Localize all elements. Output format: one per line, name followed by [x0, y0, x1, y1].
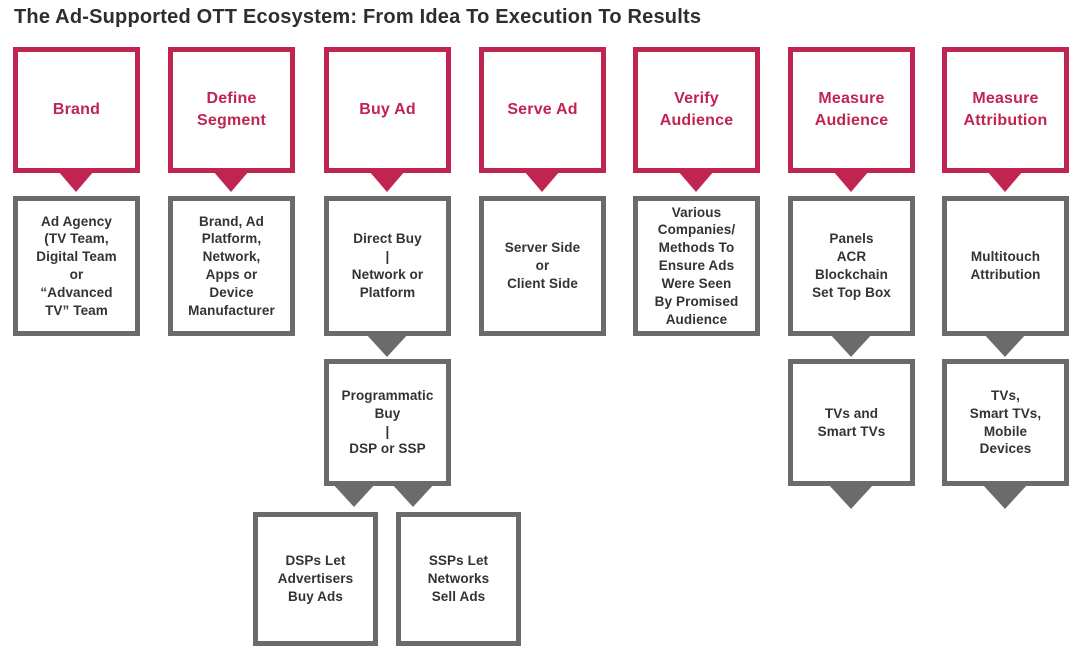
down-arrow-icon: [58, 171, 94, 192]
down-arrow-icon: [369, 171, 405, 192]
detail-box-ssps: SSPs Let Networks Sell Ads: [396, 512, 521, 646]
down-arrow-icon: [391, 483, 435, 507]
stage-box-measure-attribution: Measure Attribution: [942, 47, 1069, 173]
detail-box-programmatic-buy: Programmatic Buy | DSP or SSP: [324, 359, 451, 486]
detail-box-verification-methods: Various Companies/ Methods To Ensure Ads…: [633, 196, 760, 336]
down-arrow-icon: [829, 333, 873, 357]
stage-box-brand: Brand: [13, 47, 140, 173]
diagram-title: The Ad-Supported OTT Ecosystem: From Ide…: [14, 6, 702, 28]
detail-box-ad-agency: Ad Agency (TV Team, Digital Team or “Adv…: [13, 196, 140, 336]
stage-box-define-segment: Define Segment: [168, 47, 295, 173]
down-arrow-icon: [829, 485, 873, 509]
down-arrow-icon: [987, 171, 1023, 192]
detail-box-attribution-devices: TVs, Smart TVs, Mobile Devices: [942, 359, 1069, 486]
down-arrow-icon: [524, 171, 560, 192]
detail-box-serve-side: Server Side or Client Side: [479, 196, 606, 336]
stage-box-buy-ad: Buy Ad: [324, 47, 451, 173]
down-arrow-icon: [983, 333, 1027, 357]
down-arrow-icon: [983, 485, 1027, 509]
detail-box-tvs-smart-tvs: TVs and Smart TVs: [788, 359, 915, 486]
stage-box-measure-audience: Measure Audience: [788, 47, 915, 173]
down-arrow-icon: [833, 171, 869, 192]
down-arrow-icon: [332, 483, 376, 507]
stage-box-serve-ad: Serve Ad: [479, 47, 606, 173]
stage-box-verify-audience: Verify Audience: [633, 47, 760, 173]
detail-box-segment-sources: Brand, Ad Platform, Network, Apps or Dev…: [168, 196, 295, 336]
detail-box-measurement-tech: Panels ACR Blockchain Set Top Box: [788, 196, 915, 336]
detail-box-direct-buy: Direct Buy | Network or Platform: [324, 196, 451, 336]
down-arrow-icon: [213, 171, 249, 192]
down-arrow-icon: [678, 171, 714, 192]
detail-box-multitouch-attribution: Multitouch Attribution: [942, 196, 1069, 336]
down-arrow-icon: [365, 333, 409, 357]
detail-box-dsps: DSPs Let Advertisers Buy Ads: [253, 512, 378, 646]
